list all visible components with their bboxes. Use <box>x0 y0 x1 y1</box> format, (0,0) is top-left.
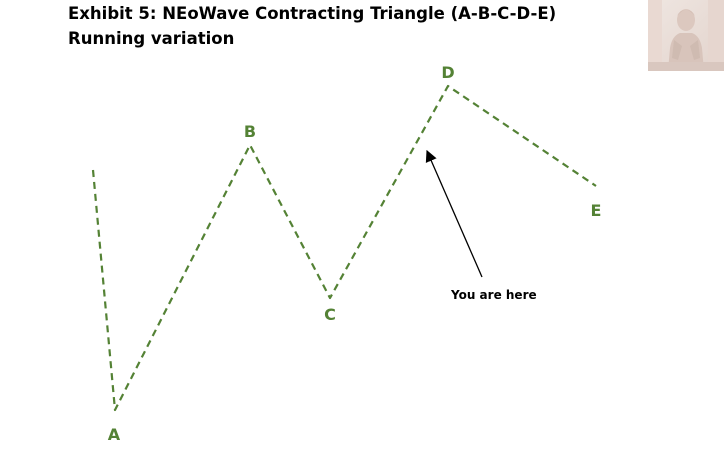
wave-label-d: D <box>441 63 454 82</box>
statue-portrait-graphic <box>648 0 724 71</box>
wave-label-e: E <box>591 201 602 220</box>
diagram-title: Exhibit 5: NEoWave Contracting Triangle … <box>68 1 628 51</box>
wave-label-b: B <box>244 122 256 141</box>
title-line-1: Exhibit 5: NEoWave Contracting Triangle … <box>68 4 557 23</box>
you-are-here-arrow <box>425 149 483 278</box>
statue-portrait-icon <box>648 0 724 71</box>
wave-path <box>91 84 597 412</box>
wave-label-c: C <box>324 305 336 324</box>
you-are-here-label: You are here <box>450 288 537 302</box>
title-line-2: Running variation <box>68 29 235 48</box>
wave-label-a: A <box>108 425 121 444</box>
